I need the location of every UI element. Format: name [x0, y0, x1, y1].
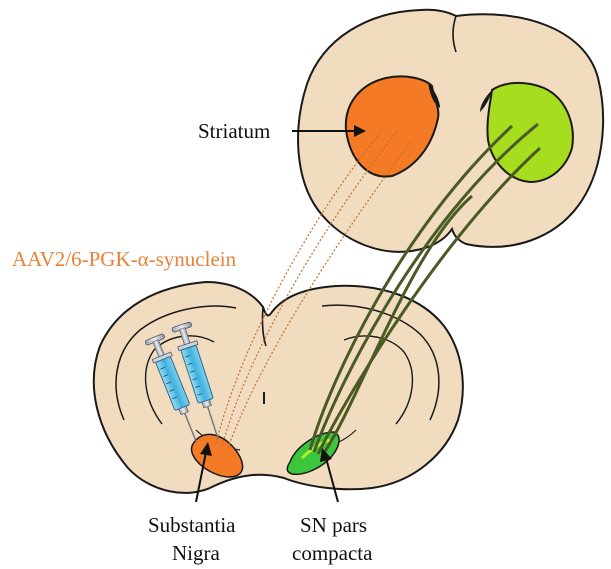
label-striatum: Striatum — [198, 119, 270, 143]
label-substantia-nigra-line2: Nigra — [172, 541, 220, 565]
label-sn-pars-compacta-line2: compacta — [292, 541, 373, 565]
label-sn-pars-compacta-line1: SN pars — [300, 513, 367, 537]
label-substantia-nigra-line1: Substantia — [148, 513, 236, 537]
label-vector: AAV2/6-PGK-α-synuclein — [12, 247, 237, 271]
